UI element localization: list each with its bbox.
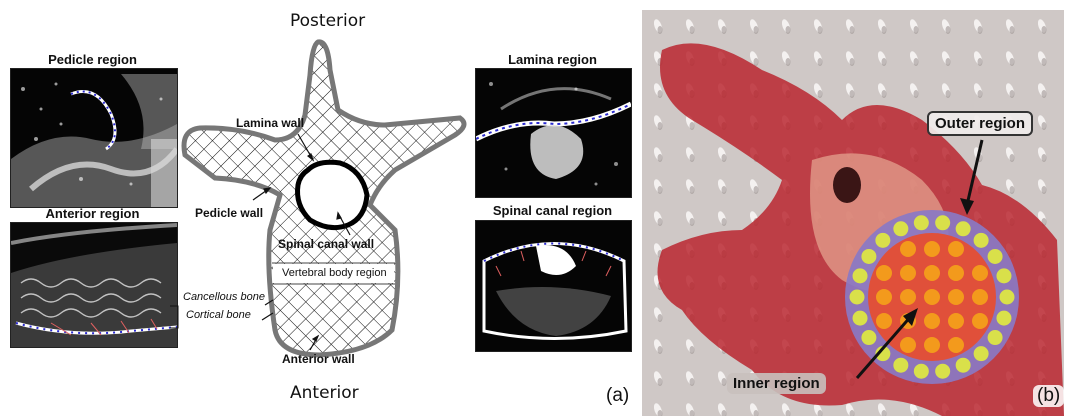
inner-dot bbox=[948, 337, 964, 353]
outer-dot bbox=[935, 363, 951, 379]
anterior-wall-label: Anterior wall bbox=[282, 352, 355, 366]
inner-dot bbox=[924, 289, 940, 305]
inner-dot bbox=[900, 265, 916, 281]
inner-dot bbox=[948, 241, 964, 257]
panel-b-letter: (b) bbox=[1033, 385, 1065, 407]
inner-dot bbox=[924, 337, 940, 353]
inner-dot bbox=[948, 265, 964, 281]
inner-dot bbox=[924, 265, 940, 281]
inner-dot bbox=[924, 313, 940, 329]
inner-dot bbox=[876, 289, 892, 305]
inner-dot bbox=[900, 241, 916, 257]
outer-dot bbox=[893, 357, 909, 373]
panel-a-letter: (a) bbox=[606, 385, 630, 406]
outer-dot bbox=[996, 268, 1012, 284]
pedicle-region-title: Pedicle region bbox=[48, 52, 137, 67]
outer-dot bbox=[999, 289, 1015, 305]
inner-dot bbox=[900, 337, 916, 353]
outer-dot bbox=[987, 330, 1003, 346]
outer-dot bbox=[852, 268, 868, 284]
specimen-photo bbox=[642, 10, 1064, 416]
inner-dot bbox=[924, 241, 940, 257]
inner-region-dots bbox=[876, 241, 988, 353]
outer-dot bbox=[955, 221, 971, 237]
outer-dot bbox=[973, 346, 989, 362]
inner-dot bbox=[972, 289, 988, 305]
anterior-region-title: Anterior region bbox=[45, 206, 140, 221]
inner-dot bbox=[876, 265, 892, 281]
outer-dot bbox=[996, 310, 1012, 326]
pedicle-region-image bbox=[10, 68, 178, 208]
outer-dot bbox=[875, 232, 891, 248]
outer-region-dots bbox=[849, 215, 1015, 379]
outer-dot bbox=[955, 357, 971, 373]
inner-region-callout: Inner region bbox=[727, 373, 826, 394]
outer-dot bbox=[935, 215, 951, 231]
inner-dot bbox=[972, 313, 988, 329]
spinal-canal-region-image bbox=[475, 220, 632, 352]
outer-dot bbox=[973, 232, 989, 248]
spinal-canal-wall-label: Spinal canal wall bbox=[278, 237, 375, 251]
lamina-region-title: Lamina region bbox=[508, 52, 597, 67]
inner-dot bbox=[972, 265, 988, 281]
vertebra-schematic bbox=[181, 39, 467, 358]
spinal-canal-region-title: Spinal canal region bbox=[492, 203, 613, 218]
inner-dot bbox=[876, 313, 892, 329]
vertebral-body-region-label: Vertebral body region bbox=[282, 267, 387, 279]
outer-dot bbox=[893, 221, 909, 237]
inner-dot bbox=[948, 289, 964, 305]
outer-dot bbox=[875, 346, 891, 362]
outer-dot bbox=[852, 310, 868, 326]
posterior-label: Posterior bbox=[290, 11, 366, 31]
lamina-region-image bbox=[475, 68, 632, 198]
inner-dot bbox=[900, 289, 916, 305]
outer-dot bbox=[913, 363, 929, 379]
anterior-label: Anterior bbox=[290, 383, 359, 403]
outer-region-callout: Outer region bbox=[927, 111, 1034, 136]
inner-dot bbox=[948, 313, 964, 329]
outer-dot bbox=[913, 215, 929, 231]
anterior-region-image bbox=[10, 222, 178, 348]
outer-dot bbox=[861, 248, 877, 264]
cancellous-bone-label: Cancellous bone bbox=[183, 291, 265, 303]
outer-dot bbox=[987, 248, 1003, 264]
cortical-bone-bracket bbox=[170, 305, 179, 329]
outer-dot bbox=[861, 330, 877, 346]
outer-dot bbox=[849, 289, 865, 305]
lamina-wall-label: Lamina wall bbox=[236, 116, 305, 130]
cortical-bone-label: Cortical bone bbox=[186, 309, 251, 321]
pedicle-wall-label: Pedicle wall bbox=[195, 206, 264, 220]
